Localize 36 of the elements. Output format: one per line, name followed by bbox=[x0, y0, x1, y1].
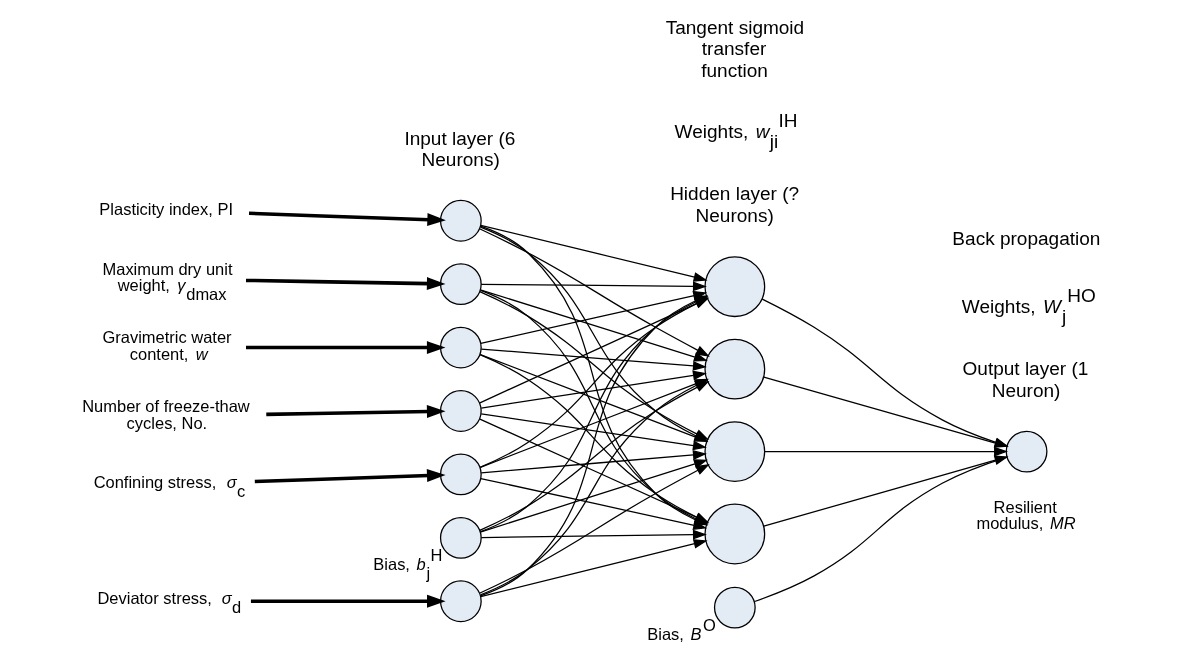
label: Back propagation bbox=[952, 228, 1101, 250]
node-circle bbox=[439, 263, 482, 306]
arrow bbox=[266, 405, 446, 419]
label: Output layer (1 Neuron) bbox=[962, 358, 1089, 402]
arrow bbox=[246, 341, 446, 355]
node-circle bbox=[713, 586, 756, 629]
arrow bbox=[764, 446, 1009, 457]
arrow bbox=[480, 348, 707, 371]
arrow bbox=[480, 281, 707, 292]
node-text: Number of freeze-thaw cycles, No. bbox=[82, 396, 250, 433]
node-label: Resilient modulus, MR bbox=[976, 497, 1076, 533]
node-text: Gravimetric water content, w bbox=[102, 328, 232, 363]
arrow bbox=[480, 413, 707, 451]
node-circle bbox=[439, 453, 482, 496]
label: Tangent sigmoid transfer function bbox=[665, 16, 805, 81]
label: Hidden layer (? Neurons) bbox=[670, 183, 800, 226]
node-text: Plasticity index, PI bbox=[99, 199, 233, 218]
node-circle bbox=[1005, 430, 1048, 473]
arrow bbox=[245, 277, 446, 291]
node-circle bbox=[704, 338, 766, 400]
node-circle bbox=[704, 503, 766, 565]
arrow bbox=[480, 224, 708, 282]
arrow bbox=[248, 211, 446, 227]
node-circle bbox=[439, 516, 482, 559]
arrow bbox=[480, 450, 707, 474]
node-circle bbox=[439, 580, 482, 623]
arrow bbox=[480, 539, 708, 598]
label: Input layer (6 Neurons) bbox=[404, 127, 516, 171]
node-circle bbox=[704, 421, 766, 483]
node-circle bbox=[439, 326, 482, 369]
node-circle bbox=[439, 199, 482, 242]
arrow bbox=[480, 529, 707, 540]
node-circle bbox=[439, 390, 482, 432]
arrow bbox=[254, 469, 446, 484]
node-circle bbox=[704, 256, 766, 318]
arrow bbox=[250, 594, 446, 608]
